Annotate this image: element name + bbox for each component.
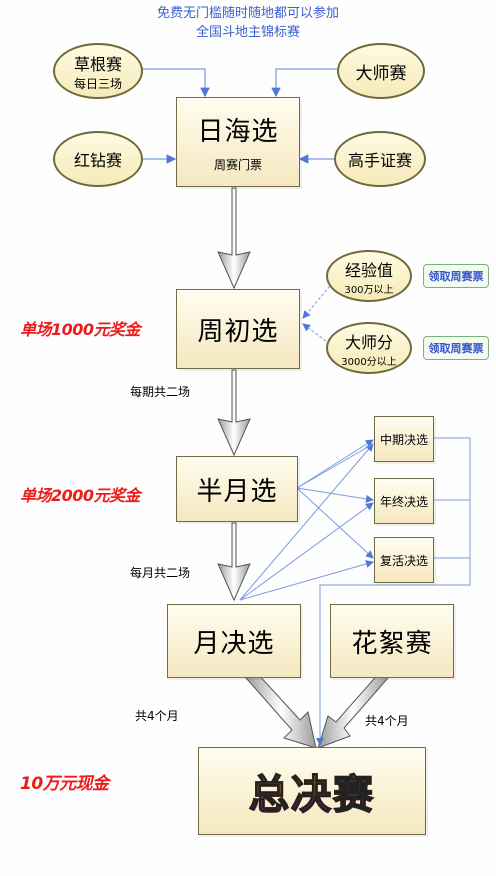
oval-jingyan-sub: 300万以上 (344, 284, 394, 296)
oval-caogen-title: 草根赛 (73, 54, 122, 74)
oval-caogen-sub: 每日三场 (73, 76, 122, 91)
stage-rihai: 日海选 周赛门票 (176, 97, 300, 187)
banyue-fan-lines (239, 439, 374, 601)
caogen-to-rihai-line (142, 68, 210, 98)
stage-banyue-title: 半月选 (196, 476, 278, 507)
stage-huaxu-title: 花絮赛 (351, 628, 433, 659)
stage-banyue: 半月选 (176, 456, 298, 522)
oval-hongzuan: 红钻赛 (53, 131, 143, 187)
stage-yuejue-title: 月决选 (193, 628, 275, 659)
jingyan-to-zhouchu-line (302, 285, 331, 319)
ticket-button-2[interactable]: 领取周赛票 (423, 336, 489, 360)
stage-huaxu: 花絮赛 (330, 604, 454, 678)
arrow-huaxu-to-final (317, 671, 389, 749)
oval-gaoshou: 高手证赛 (334, 131, 426, 187)
side-stage-fuhuo: 复活决选 (374, 537, 434, 583)
header-line2: 全国斗地主锦标赛 (195, 25, 300, 40)
header: 免费无门槛随时随地都可以参加 全国斗地主锦标赛 (0, 4, 496, 42)
prize-3: 10万元现金 (20, 774, 109, 794)
side-stage-nianzhong-label: 年终决选 (379, 494, 428, 509)
stage-yuejue: 月决选 (167, 604, 301, 678)
oval-dashi: 大师赛 (337, 43, 425, 99)
side-stage-nianzhong: 年终决选 (374, 478, 434, 524)
arrow-rihai-to-zhouchu (217, 187, 251, 290)
arrow-banyue-to-yuejue (217, 522, 251, 602)
oval-dashifen: 大师分 3000分以上 (326, 322, 412, 374)
dashifen-to-zhouchu-line (302, 323, 331, 345)
ticket-button-1[interactable]: 领取周赛票 (423, 264, 489, 288)
prize-2: 单场2000元奖金 (20, 486, 141, 505)
stage-rihai-title: 日海选 (197, 117, 279, 147)
side-stage-zhongqi-label: 中期决选 (379, 432, 428, 447)
stage-zhouchu: 周初选 (176, 289, 300, 369)
arrow-zhouchu-to-banyue (217, 369, 251, 457)
note-3: 共4个月 (135, 709, 179, 723)
arrow-yuejue-to-final (245, 671, 317, 749)
dashi-to-rihai-line (271, 68, 337, 98)
side-stage-fuhuo-label: 复活决选 (379, 553, 428, 568)
stage-final-title: 总决赛 (248, 762, 375, 820)
side-stage-zhongqi: 中期决选 (374, 416, 434, 462)
note-4: 共4个月 (365, 714, 409, 728)
oval-dashifen-title: 大师分 (344, 332, 393, 352)
oval-gaoshou-title: 高手证赛 (347, 151, 412, 170)
oval-jingyan: 经验值 300万以上 (326, 250, 412, 302)
oval-dashi-title: 大师赛 (355, 63, 407, 84)
note-2: 每月共二场 (130, 566, 191, 580)
side-return-lines (316, 437, 471, 746)
note-1: 每期共二场 (130, 385, 191, 399)
stage-rihai-sub: 周赛门票 (213, 158, 262, 172)
prize-1: 单场1000元奖金 (20, 320, 141, 339)
stage-zhouchu-title: 周初选 (197, 316, 279, 347)
oval-dashifen-sub: 3000分以上 (341, 356, 397, 368)
stage-final: 总决赛 (198, 747, 426, 835)
oval-hongzuan-title: 红钻赛 (73, 151, 122, 170)
header-line1: 免费无门槛随时随地都可以参加 (156, 6, 339, 21)
oval-caogen: 草根赛 每日三场 (53, 43, 143, 99)
oval-jingyan-title: 经验值 (344, 260, 393, 280)
